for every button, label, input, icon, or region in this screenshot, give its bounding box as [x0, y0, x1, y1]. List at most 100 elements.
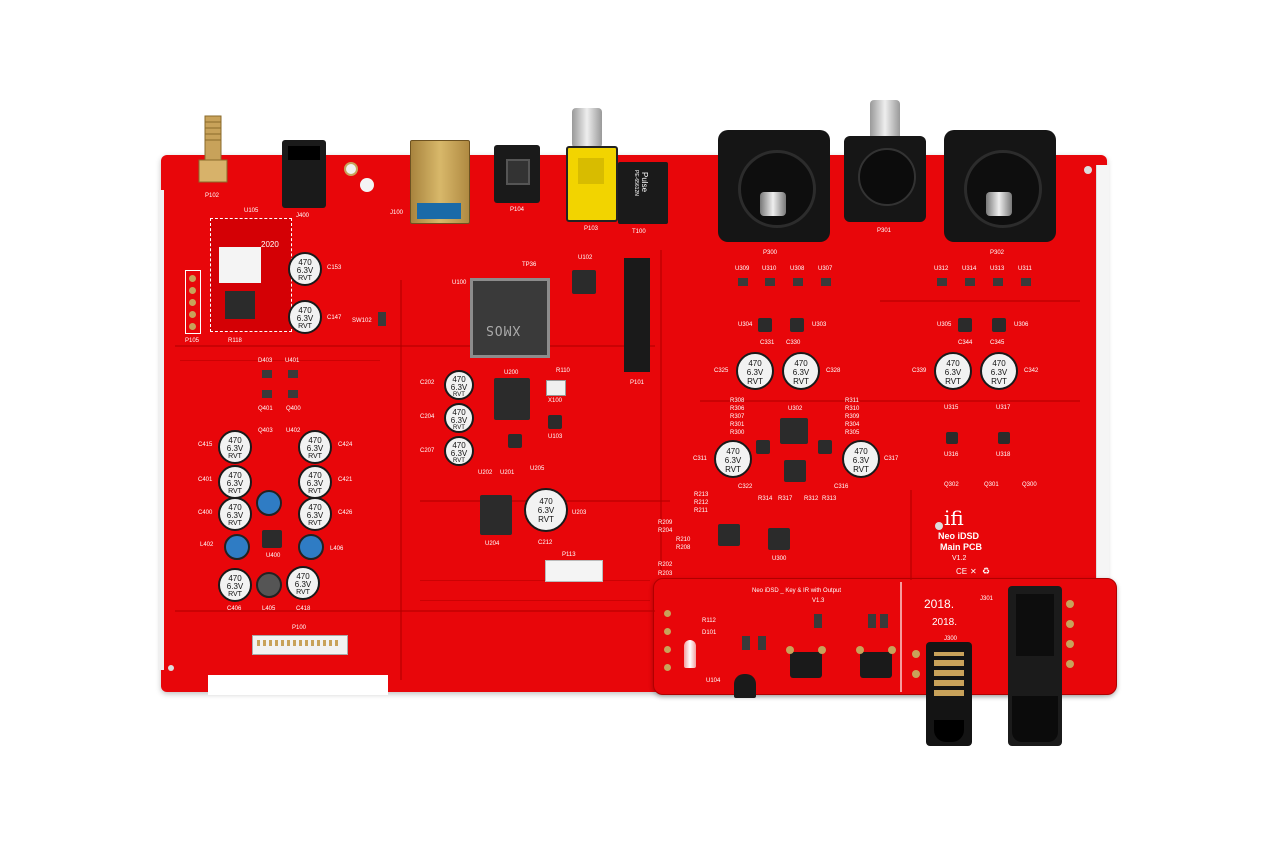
label-u202: U202: [478, 470, 493, 476]
label-r112: R112: [702, 618, 716, 624]
label-t100: T100: [632, 229, 646, 235]
label-r311: R311: [845, 398, 859, 404]
label-c331: C331: [760, 340, 775, 346]
rca-output-connector: [844, 136, 926, 222]
coaxial-rca-connector: [566, 146, 618, 222]
ic-u306: [992, 318, 1006, 332]
mount-hole: [344, 162, 358, 176]
smd-part: [288, 390, 298, 398]
edge-pad: [664, 646, 671, 653]
label-c322: C322: [738, 484, 753, 490]
label-c212: C212: [538, 540, 553, 546]
jack-pad: [1066, 620, 1074, 628]
sub-board-divider: [900, 582, 902, 692]
smd-part: [262, 370, 272, 378]
label-r110: R110: [556, 368, 570, 374]
inductor-l406: [298, 534, 324, 560]
edge-pad: [664, 628, 671, 635]
ic-u102: [572, 270, 596, 294]
label-u103: U103: [548, 434, 563, 440]
tactile-button-left[interactable]: [786, 646, 826, 678]
ffc-connector-p100: [252, 635, 348, 655]
sub-board-version: V1.3: [812, 598, 825, 604]
edge-pad: [664, 664, 671, 671]
board-edge-rail: [1096, 165, 1109, 585]
label-u304: U304: [738, 322, 753, 328]
ifi-logo: ifi: [944, 506, 964, 530]
trace: [180, 360, 380, 361]
label-c406: C406: [227, 606, 242, 612]
label-j100: J100: [390, 210, 404, 216]
ic-u300: [768, 528, 790, 550]
label-r209: R209: [658, 520, 673, 526]
label-j400: J400: [296, 213, 310, 219]
label-r118: R118: [228, 338, 242, 344]
label-c147: C147: [327, 315, 342, 321]
label-p113: P113: [562, 552, 576, 558]
label-u104: U104: [706, 678, 721, 684]
label-l405: L405: [262, 606, 276, 612]
jack-pad: [1066, 660, 1074, 668]
label-u401: U401: [285, 358, 300, 364]
trace: [700, 400, 1080, 402]
label-c153: C153: [327, 265, 342, 271]
label-u105: U105: [244, 208, 259, 214]
sub-board-title: Neo iDSD _ Key & IR with Output: [752, 588, 842, 594]
label-r210: R210: [676, 537, 691, 543]
label-q300: Q300: [1022, 482, 1037, 488]
label-c418: C418: [296, 606, 311, 612]
label-c311: C311: [693, 456, 707, 462]
label-r306: R306: [730, 406, 745, 412]
trace: [420, 600, 650, 601]
label-u318: U318: [996, 452, 1011, 458]
ic-small: [508, 434, 522, 448]
label-u305: U305: [937, 322, 952, 328]
inductor: [256, 490, 282, 516]
dc-power-jack: [282, 140, 326, 208]
rca-connector-top: [572, 108, 602, 148]
trace: [910, 490, 912, 580]
trace: [420, 580, 650, 581]
ic-u103: [548, 415, 562, 429]
label-u314: U314: [962, 266, 977, 272]
label-c316: C316: [834, 484, 849, 490]
label-u200: U200: [504, 370, 519, 376]
smd-part: [821, 278, 831, 286]
label-r312: R312: [804, 496, 819, 502]
ic-u318: [998, 432, 1010, 444]
label-u300: U300: [772, 556, 787, 562]
label-u308: U308: [790, 266, 805, 272]
label-c330: C330: [786, 340, 801, 346]
xlr-connector-left: [718, 130, 830, 242]
tactile-button-right[interactable]: [856, 646, 896, 678]
headphone-jack-6-35mm: [1008, 586, 1062, 746]
label-r213: R213: [694, 492, 709, 498]
label-u302: U302: [788, 406, 803, 412]
smd-part: [262, 390, 272, 398]
label-r309: R309: [845, 414, 860, 420]
label-c345: C345: [990, 340, 1005, 346]
pulse-transformer: Pulse PE-65612N: [618, 162, 668, 224]
label-c339: C339: [912, 368, 927, 374]
optical-connector: [494, 145, 540, 203]
label-q302: Q302: [944, 482, 959, 488]
ce-mark: CE: [956, 567, 968, 576]
jack-pad: [912, 650, 920, 658]
label-r310: R310: [845, 406, 860, 412]
pin-header-p105: [185, 270, 201, 334]
ic-u301: [718, 524, 740, 546]
ic-dac: [784, 460, 806, 482]
label-l402: L402: [200, 542, 214, 548]
label-q400: Q400: [286, 406, 301, 412]
label-p102: P102: [205, 193, 220, 199]
label-j300: J300: [944, 636, 958, 642]
label-r317: R317: [778, 496, 793, 502]
label-c344: C344: [958, 340, 973, 346]
